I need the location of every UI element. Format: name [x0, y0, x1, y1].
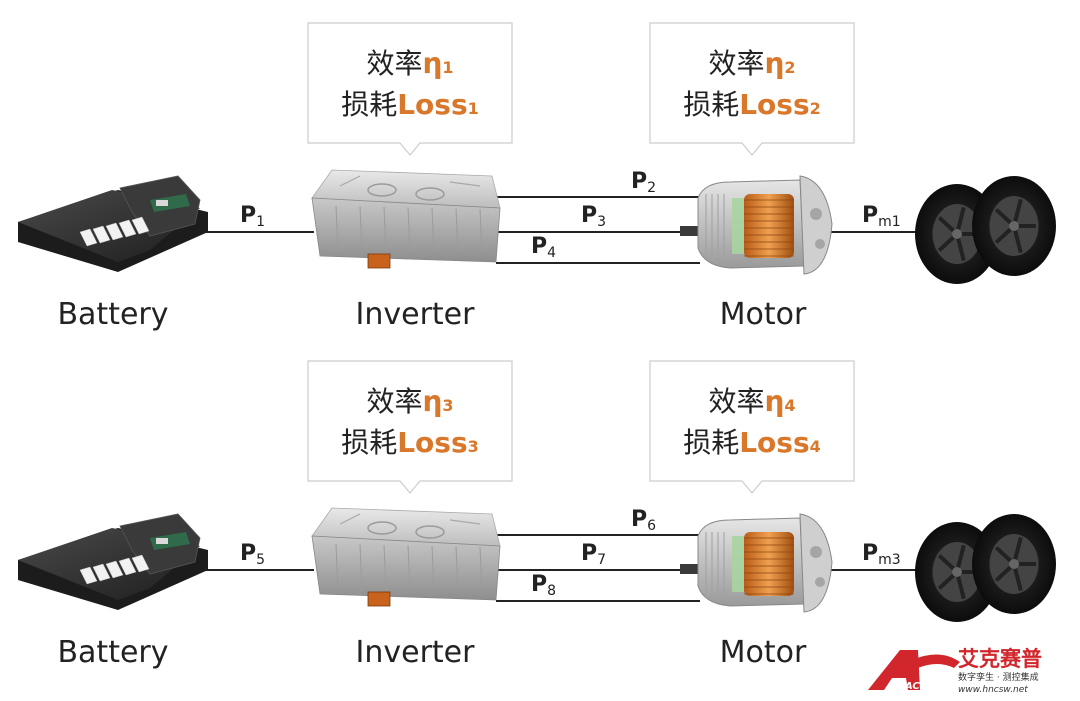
power-label-out: Pm1 — [862, 203, 901, 230]
motor-callout-box — [649, 22, 855, 156]
inverter-callout-box — [307, 360, 513, 494]
motor-loss-text: 损耗Loss2 — [683, 88, 821, 121]
battery-icon — [18, 513, 208, 610]
inverter-icon — [311, 169, 501, 269]
brand-name: 艾克赛普 — [958, 647, 1042, 671]
inverter-callout: 效率η3 损耗Loss3 — [307, 360, 513, 494]
motor-efficiency-text: 效率η4 — [708, 385, 795, 418]
brand-logo-mark: ACCEXP — [904, 681, 950, 692]
inverter-efficiency-text: 效率η3 — [366, 385, 453, 418]
wheels-icon — [915, 176, 1056, 284]
power-label-in: P5 — [240, 541, 265, 568]
motor-label: Motor — [720, 297, 807, 332]
power-label-phase-a: P2 — [631, 169, 656, 196]
inverter-loss-text: 损耗Loss3 — [341, 426, 479, 459]
power-label-phase-b: P3 — [581, 203, 606, 230]
motor-label: Motor — [720, 635, 807, 670]
motor-callout-box — [649, 360, 855, 494]
inverter-callout: 效率η1 损耗Loss1 — [307, 22, 513, 156]
motor-icon — [680, 513, 833, 613]
battery-label: Battery — [57, 635, 168, 670]
motor-callout: 效率η4 损耗Loss4 — [649, 360, 855, 494]
motor-efficiency-text: 效率η2 — [708, 47, 795, 80]
inverter-callout-box — [307, 22, 513, 156]
power-label-phase-a: P6 — [631, 507, 656, 534]
inverter-icon — [311, 507, 501, 607]
power-label-phase-c: P4 — [531, 234, 556, 261]
brand-logo-icon — [868, 650, 920, 690]
power-lines — [200, 196, 922, 264]
power-label-phase-c: P8 — [531, 572, 556, 599]
motor-callout: 效率η2 损耗Loss2 — [649, 22, 855, 156]
power-label-in: P1 — [240, 203, 265, 230]
inverter-efficiency-text: 效率η1 — [366, 47, 453, 80]
power-label-out: Pm3 — [862, 541, 901, 568]
motor-loss-text: 损耗Loss4 — [683, 426, 821, 459]
brand-tagline: 数字孪生 · 测控集成 — [958, 671, 1039, 683]
inverter-label: Inverter — [356, 635, 476, 670]
battery-icon — [18, 175, 208, 272]
wheels-icon — [915, 514, 1056, 622]
brand-url: www.hncsw.net — [958, 685, 1028, 695]
inverter-loss-text: 损耗Loss1 — [341, 88, 479, 121]
power-lines — [200, 534, 922, 602]
inverter-label: Inverter — [356, 297, 476, 332]
power-label-phase-b: P7 — [581, 541, 606, 568]
motor-icon — [680, 175, 833, 275]
battery-label: Battery — [57, 297, 168, 332]
